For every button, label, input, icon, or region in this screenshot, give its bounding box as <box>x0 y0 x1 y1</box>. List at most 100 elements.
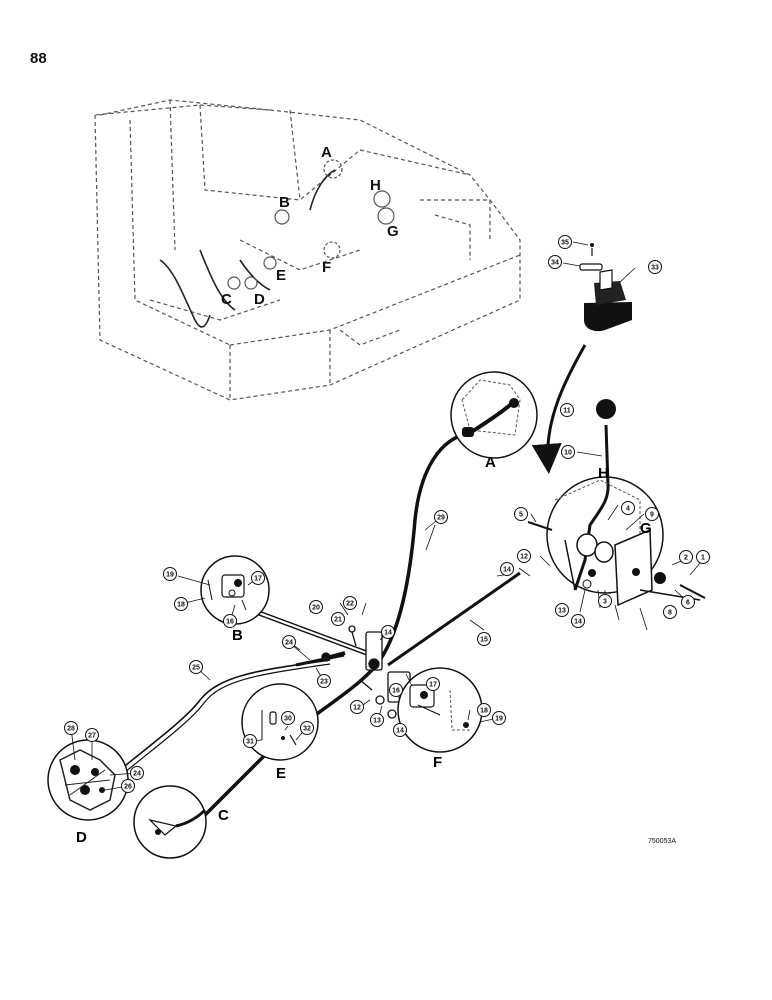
detail-label-g: G <box>640 520 652 537</box>
detail-c: C <box>133 785 229 859</box>
detail-label-c: C <box>218 807 229 824</box>
svg-text:12: 12 <box>520 554 528 561</box>
callout-14-d: 14 <box>393 723 407 737</box>
svg-text:28: 28 <box>67 726 75 733</box>
svg-text:23: 23 <box>320 679 328 686</box>
callout-3-a: 3 <box>598 594 612 608</box>
detail-label-a: A <box>485 454 496 471</box>
callout-11: 11 <box>560 403 574 417</box>
callout-19-a: 19 <box>163 567 177 581</box>
overview-label-h: H <box>370 177 381 194</box>
svg-text:9: 9 <box>650 512 654 519</box>
callout-14-a: 14 <box>500 562 514 576</box>
overview-label-f: F <box>322 259 331 276</box>
callout-17-a: 17 <box>251 571 265 585</box>
callout-23: 23 <box>317 674 331 688</box>
overview-label-d: D <box>254 291 265 308</box>
svg-text:13: 13 <box>558 608 566 615</box>
callout-26: 26 <box>121 779 135 793</box>
svg-text:27: 27 <box>88 733 96 740</box>
svg-text:2: 2 <box>684 555 688 562</box>
callout-5: 5 <box>514 507 528 521</box>
svg-text:24: 24 <box>285 640 293 647</box>
callout-24-b: 24 <box>130 766 144 780</box>
detail-a: A <box>450 371 538 471</box>
boot-assembly <box>531 243 632 474</box>
svg-text:25: 25 <box>192 665 200 672</box>
overview-labels: A B C D E F G H <box>221 144 399 308</box>
svg-text:17: 17 <box>254 576 262 583</box>
callout-14-b: 14 <box>571 614 585 628</box>
callout-35: 35 <box>558 235 572 249</box>
svg-text:14: 14 <box>396 728 404 735</box>
callout-22: 22 <box>343 596 357 610</box>
callout-18-b: 18 <box>477 703 491 717</box>
overview-label-a: A <box>321 144 332 161</box>
callout-6: 6 <box>681 595 695 609</box>
callout-9: 9 <box>645 507 659 521</box>
callout-12-b: 12 <box>350 700 364 714</box>
callout-24-a: 24 <box>282 635 296 649</box>
svg-text:14: 14 <box>503 567 511 574</box>
detail-e: E <box>241 683 319 782</box>
detail-label-b: B <box>232 627 243 644</box>
page-number: 88 <box>30 50 47 67</box>
detail-label-h: H <box>598 465 609 482</box>
svg-text:10: 10 <box>564 450 572 457</box>
svg-text:21: 21 <box>334 617 342 624</box>
svg-text:11: 11 <box>563 408 571 415</box>
svg-text:3: 3 <box>603 599 607 606</box>
detail-label-f: F <box>433 754 442 771</box>
callout-10: 10 <box>561 445 575 459</box>
callout-25: 25 <box>189 660 203 674</box>
svg-text:26: 26 <box>124 784 132 791</box>
svg-text:30: 30 <box>284 716 292 723</box>
detail-b: B <box>200 555 270 644</box>
overview-markers <box>227 159 395 290</box>
overview-solid-details <box>159 169 336 328</box>
callout-19-b: 19 <box>492 711 506 725</box>
callout-12-a: 12 <box>517 549 531 563</box>
callout-27: 27 <box>85 728 99 742</box>
svg-text:13: 13 <box>373 718 381 725</box>
callout-33: 33 <box>648 260 662 274</box>
svg-text:18: 18 <box>177 602 185 609</box>
svg-text:32: 32 <box>303 726 311 733</box>
callout-28: 28 <box>64 721 78 735</box>
callouts: 1 2 3 4 5 6 8 9 10 11 12 12 13 13 14 14 … <box>64 235 710 793</box>
callout-32: 32 <box>300 721 314 735</box>
callout-34: 34 <box>548 255 562 269</box>
svg-text:22: 22 <box>346 601 354 608</box>
overview-label-c: C <box>221 291 232 308</box>
callout-21: 21 <box>331 612 345 626</box>
svg-text:16: 16 <box>226 619 234 626</box>
svg-text:12: 12 <box>353 705 361 712</box>
callout-1-a: 1 <box>696 550 710 564</box>
svg-text:19: 19 <box>495 716 503 723</box>
callout-13-a: 13 <box>555 603 569 617</box>
callout-31: 31 <box>243 734 257 748</box>
svg-text:18: 18 <box>480 708 488 715</box>
overview-label-e: E <box>276 267 286 284</box>
detail-d: D <box>47 739 129 846</box>
callout-20: 20 <box>309 600 323 614</box>
cables-and-rods <box>119 431 521 834</box>
svg-text:17: 17 <box>429 682 437 689</box>
svg-text:6: 6 <box>686 600 690 607</box>
callout-17-b: 17 <box>426 677 440 691</box>
svg-text:20: 20 <box>312 605 320 612</box>
callout-4: 4 <box>621 501 635 515</box>
svg-text:31: 31 <box>246 739 254 746</box>
svg-text:29: 29 <box>437 515 445 522</box>
callout-29: 29 <box>434 510 448 524</box>
svg-text:35: 35 <box>561 240 569 247</box>
svg-text:4: 4 <box>626 506 630 513</box>
callout-13-b: 13 <box>370 713 384 727</box>
svg-text:1: 1 <box>701 555 705 562</box>
svg-text:8: 8 <box>668 610 672 617</box>
machine-overview <box>94 99 521 401</box>
svg-text:24: 24 <box>133 771 141 778</box>
overview-label-b: B <box>279 194 290 211</box>
